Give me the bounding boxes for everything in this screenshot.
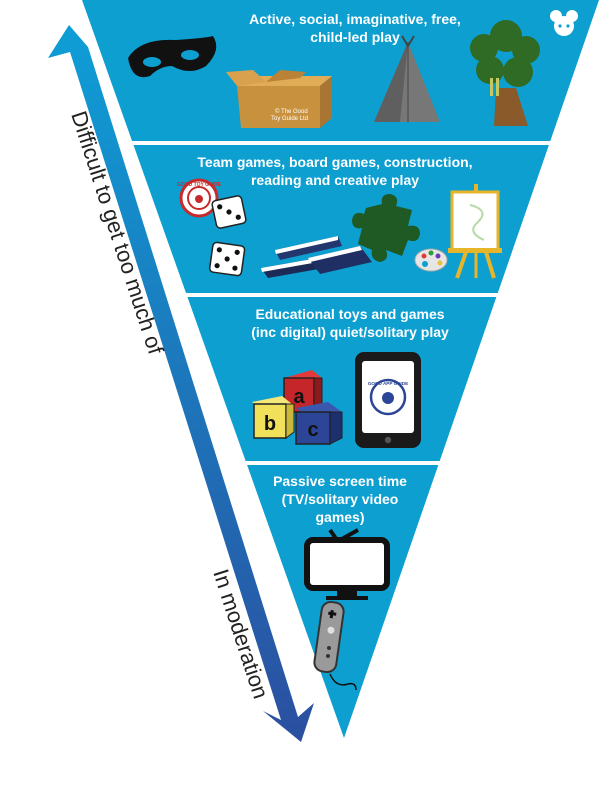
teepee-icon: [374, 35, 440, 122]
box-copyright-line1: © The Good: [275, 108, 308, 115]
tablet-icon: [355, 352, 421, 448]
abc-blocks-icon: [252, 370, 343, 445]
dice-icon: [208, 195, 247, 277]
block-letter-a: a: [293, 386, 305, 408]
puzzle-piece-icon: [352, 194, 420, 262]
tier-3-title: Educational toys and games (inc digital)…: [251, 306, 449, 340]
mask-icon: [128, 36, 217, 78]
books-icon: [261, 236, 372, 278]
tier-4-title: Passive screen time (TV/solitary video g…: [273, 473, 407, 525]
easel-icon: [448, 184, 502, 279]
box-copyright-line2: Toy Guide Ltd: [271, 116, 308, 122]
tier-1-title: Active, social, imaginative, free, child…: [249, 11, 461, 45]
good-toy-guide-badge-icon: [179, 178, 219, 218]
game-controller-icon: [313, 600, 357, 691]
tier-2-title: Team games, board games, construction, r…: [197, 154, 473, 188]
television-icon: [304, 528, 390, 600]
app-badge-text: GOOD APP GUIDE: [368, 381, 408, 386]
moderation-arrow: [48, 25, 314, 742]
block-letter-c: c: [307, 419, 318, 441]
tree-icon: [470, 20, 540, 126]
cardboard-box-icon: [226, 70, 332, 128]
bear-logo-icon: [550, 10, 578, 36]
toy-badge-text: GOOD TOY GUIDE: [177, 182, 222, 188]
paint-palette-icon: [414, 248, 448, 272]
block-letter-b: b: [264, 413, 276, 435]
